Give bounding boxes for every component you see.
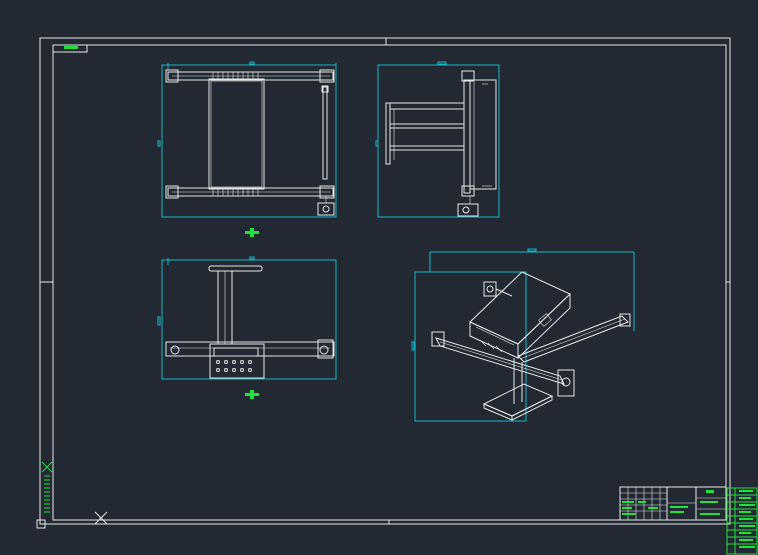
- revision-table[interactable]: [726, 487, 758, 555]
- dimension-box: [161, 64, 337, 218]
- sheet-border: [39, 37, 731, 525]
- dimension-box: [414, 271, 527, 422]
- title-block[interactable]: [619, 486, 727, 521]
- top-view[interactable]: [157, 61, 337, 237]
- isometric-view[interactable]: [411, 248, 635, 422]
- side-view[interactable]: [375, 61, 500, 218]
- dimension-box: [377, 64, 500, 218]
- front-view[interactable]: [157, 256, 337, 399]
- left-margin-marks: [36, 461, 108, 529]
- dimension-box: [161, 259, 337, 380]
